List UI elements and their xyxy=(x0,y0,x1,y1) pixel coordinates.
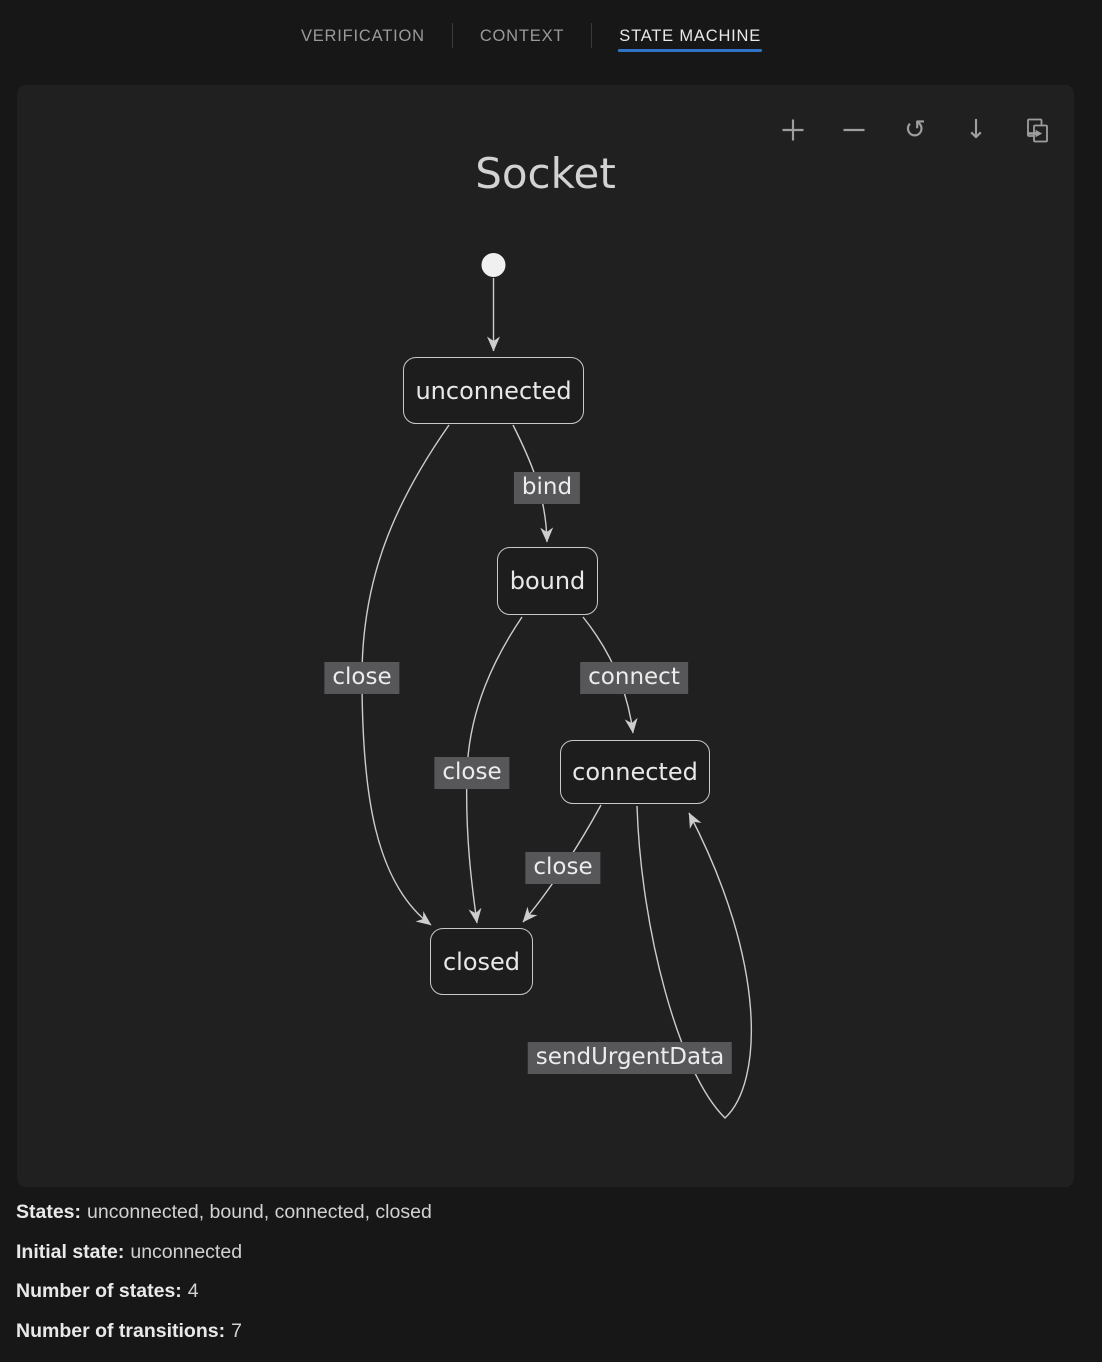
tab-state-machine[interactable]: STATE MACHINE xyxy=(618,26,762,52)
info-number-of-states-value: 4 xyxy=(187,1280,199,1302)
diagram-canvas[interactable] xyxy=(17,85,1074,1187)
tab-bar: VERIFICATION CONTEXT STATE MACHINE xyxy=(300,23,762,52)
info-states-value: unconnected, bound, connected, closed xyxy=(87,1201,432,1223)
download-icon: ↓ xyxy=(965,115,987,145)
zoom-in-button[interactable] xyxy=(778,115,808,145)
tab-context[interactable]: CONTEXT xyxy=(479,26,565,45)
info-number-of-transitions-label: Number of transitions: xyxy=(16,1319,226,1342)
tab-verification[interactable]: VERIFICATION xyxy=(300,26,425,45)
info-number-of-states-label: Number of states: xyxy=(16,1280,182,1302)
info-states: States:unconnected, bound, connected, cl… xyxy=(16,1201,432,1224)
zoom-out-icon xyxy=(843,128,865,132)
info-number-of-transitions: Number of transitions:7 xyxy=(16,1320,432,1343)
info-number-of-states: Number of states:4 xyxy=(16,1280,432,1303)
info-initial-state-label: Initial state: xyxy=(16,1240,125,1263)
tab-divider xyxy=(451,23,453,48)
state-node-unconnected[interactable]: unconnected xyxy=(403,357,584,424)
state-machine-panel: ↺ ↓ Socket xyxy=(17,85,1074,1187)
edge-label-bind: bind xyxy=(513,472,581,504)
edge-label-close-bound: close xyxy=(434,757,510,789)
reset-view-icon: ↺ xyxy=(904,115,926,145)
edge-connected-sendurgentdata-self-loop xyxy=(636,805,753,1119)
zoom-out-button[interactable] xyxy=(839,115,869,145)
zoom-in-icon xyxy=(782,119,804,141)
tab-divider xyxy=(591,23,593,48)
info-number-of-transitions-value: 7 xyxy=(231,1319,242,1342)
edge-label-sendurgentdata: sendUrgentData xyxy=(527,1042,733,1074)
download-button[interactable]: ↓ xyxy=(961,115,991,145)
initial-state-dot xyxy=(481,253,506,277)
info-section: States:unconnected, bound, connected, cl… xyxy=(16,1201,432,1359)
diagram-toolbar: ↺ ↓ xyxy=(778,115,1052,145)
diagram-title: Socket xyxy=(475,149,616,198)
info-initial-state-value: unconnected xyxy=(130,1240,243,1263)
info-initial-state: Initial state:unconnected xyxy=(16,1241,432,1264)
state-node-bound[interactable]: bound xyxy=(497,547,598,615)
edge-label-close-unconnected: close xyxy=(324,662,400,694)
edge-label-close-connected: close xyxy=(525,852,601,884)
export-button[interactable] xyxy=(1022,115,1052,145)
reset-view-button[interactable]: ↺ xyxy=(900,115,930,145)
info-states-label: States: xyxy=(16,1201,82,1223)
export-icon xyxy=(1026,118,1048,142)
state-node-connected[interactable]: connected xyxy=(560,740,710,804)
state-node-closed[interactable]: closed xyxy=(430,928,533,995)
edge-label-connect: connect xyxy=(580,662,688,694)
